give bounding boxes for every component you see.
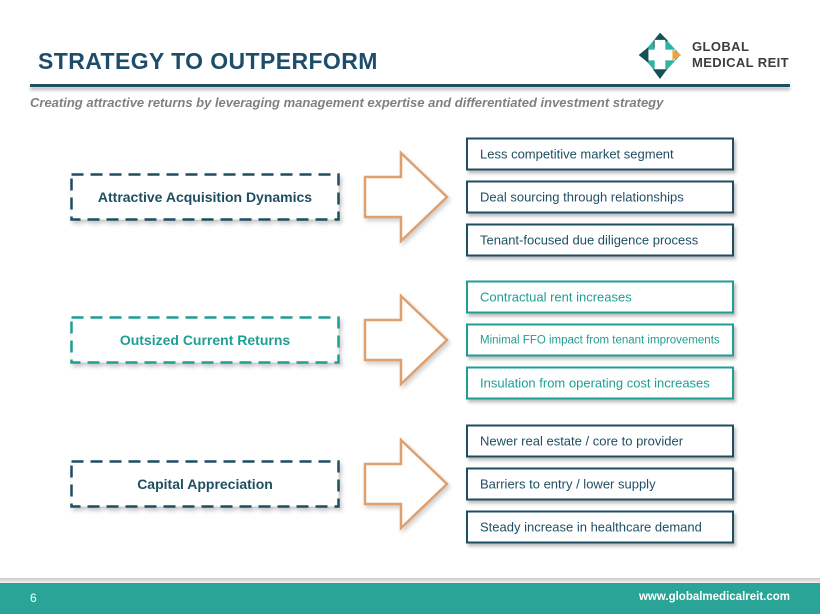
benefit-box: Tenant-focused due diligence process bbox=[466, 223, 734, 256]
benefit-box: Minimal FFO impact from tenant improveme… bbox=[466, 323, 734, 357]
page-number: 6 bbox=[30, 591, 37, 605]
page-title: STRATEGY TO OUTPERFORM bbox=[38, 48, 378, 74]
arrow-right-icon bbox=[363, 292, 449, 388]
footer-divider bbox=[0, 578, 820, 583]
strategy-row-acquisition: Attractive Acquisition Dynamics Less com… bbox=[0, 131, 820, 262]
benefit-box: Contractual rent increases bbox=[466, 280, 734, 314]
dashed-border bbox=[70, 172, 340, 221]
strategy-label-box: Capital Appreciation bbox=[70, 460, 340, 508]
strategy-label: Capital Appreciation bbox=[137, 476, 273, 492]
footer-bar: 6 www.globalmedicalreit.com bbox=[0, 583, 820, 614]
benefit-box: Less competitive market segment bbox=[466, 137, 734, 170]
footer-website: www.globalmedicalreit.com bbox=[638, 591, 790, 603]
benefit-box: Newer real estate / core to provider bbox=[466, 424, 734, 458]
benefit-box: Deal sourcing through relationships bbox=[466, 180, 734, 213]
benefit-list: Contractual rent increases Minimal FFO i… bbox=[466, 280, 734, 400]
logo-text: GLOBAL MEDICAL REIT bbox=[692, 39, 789, 71]
logo-mark-icon bbox=[638, 32, 682, 79]
dashed-border bbox=[70, 460, 340, 508]
title-underline bbox=[30, 84, 790, 87]
strategy-label-box: Outsized Current Returns bbox=[70, 316, 340, 364]
strategy-label: Outsized Current Returns bbox=[119, 332, 291, 348]
arrow-right-icon bbox=[363, 149, 449, 245]
slide-subtitle: Creating attractive returns by leveragin… bbox=[30, 95, 664, 110]
benefit-box: Steady increase in healthcare demand bbox=[466, 510, 734, 544]
strategy-label-box: Attractive Acquisition Dynamics bbox=[70, 172, 340, 221]
strategy-label: Attractive Acquisition Dynamics bbox=[97, 188, 313, 205]
strategy-row-returns: Outsized Current Returns Contractual ren… bbox=[0, 274, 820, 406]
benefit-box: Barriers to entry / lower supply bbox=[466, 467, 734, 501]
logo-text-line1: GLOBAL bbox=[692, 39, 750, 54]
benefit-box: Insulation from operating cost increases bbox=[466, 366, 734, 400]
benefit-list: Less competitive market segment Deal sou… bbox=[466, 137, 734, 256]
benefit-list: Newer real estate / core to provider Bar… bbox=[466, 424, 734, 544]
logo-text-line2: MEDICAL REIT bbox=[692, 55, 790, 70]
company-logo: GLOBAL MEDICAL REIT bbox=[636, 27, 789, 83]
strategy-row-appreciation: Capital Appreciation Newer real estate /… bbox=[0, 418, 820, 550]
dashed-border bbox=[70, 316, 340, 364]
arrow-right-icon bbox=[363, 436, 449, 532]
